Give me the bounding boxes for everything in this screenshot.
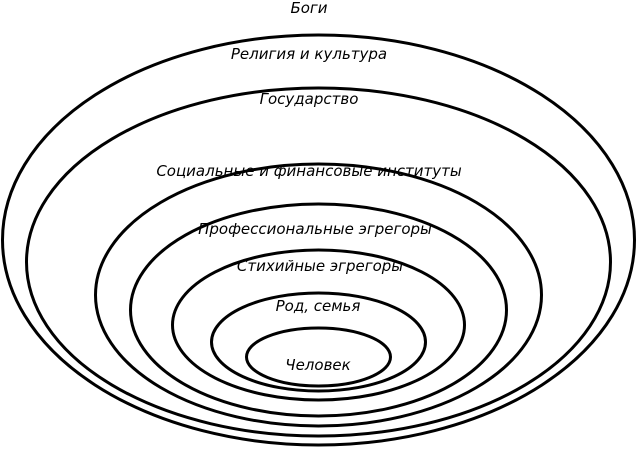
layer-label-family: Род, семья xyxy=(276,297,361,315)
layer-label-religion: Религия и культура xyxy=(231,45,387,63)
layer-label-spontaneous-egregors: Стихийные эгрегоры xyxy=(237,257,403,275)
ring-religion xyxy=(1,33,636,447)
ring-social-financial xyxy=(94,162,543,428)
ring-professional-egregors xyxy=(129,202,508,418)
layer-label-person: Человек xyxy=(285,356,350,374)
layer-label-professional-egregors: Профессиональные эгрегоры xyxy=(198,220,432,238)
ring-person xyxy=(245,326,392,388)
ring-family xyxy=(210,291,427,393)
layer-label-social-financial: Социальные и финансовые институты xyxy=(156,162,462,180)
title-label: Боги xyxy=(290,0,327,17)
ring-spontaneous-egregors xyxy=(171,248,466,402)
ring-state xyxy=(25,86,612,438)
layer-label-state: Государство xyxy=(260,90,359,108)
